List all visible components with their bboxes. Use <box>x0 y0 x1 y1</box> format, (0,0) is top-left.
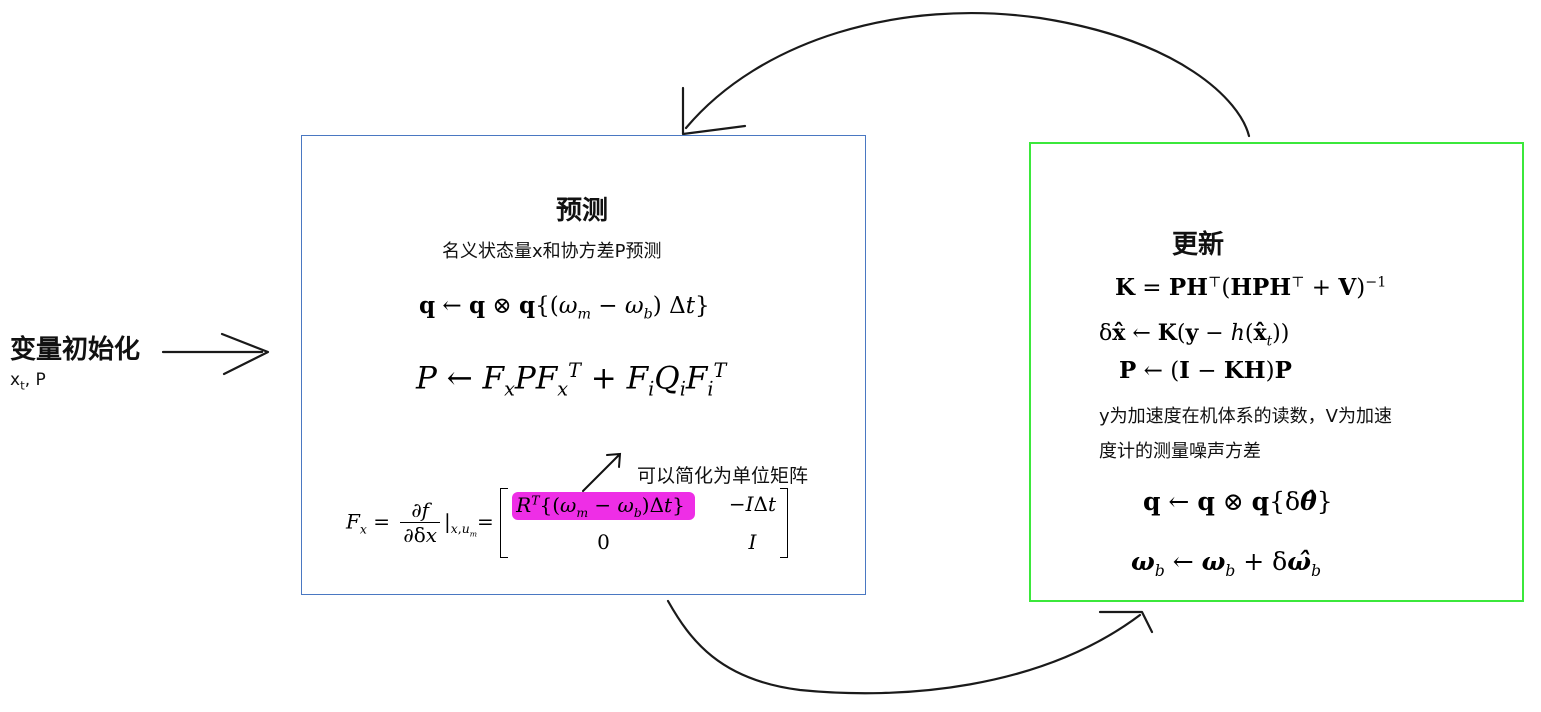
predict-title: 预测 <box>556 196 609 226</box>
update-note-line1: y为加速度在机体系的读数，V为加速 <box>1099 406 1392 427</box>
init-vars: xt, P <box>10 370 46 393</box>
predict-to-update-arrow <box>666 599 1154 695</box>
init-to-predict-arrow <box>161 332 270 376</box>
update-title: 更新 <box>1172 230 1225 260</box>
update-equation-dx: δx̂ ← K(y − h(x̂t)) <box>1099 320 1290 350</box>
update-to-predict-arrow <box>681 12 1251 138</box>
annotation-arrow <box>582 452 622 492</box>
update-equation-omega: ωb ← ωb + δω̂b <box>1131 547 1321 580</box>
predict-equation-q: q ← q ⊗ q{(ωm − ωb) Δt} <box>419 292 710 323</box>
update-note-line2: 度计的测量噪声方差 <box>1099 441 1261 462</box>
predict-equation-fx: Fx = ∂f∂δx|x,um= RT{(ωm − ωb)Δt} −IΔt 0 … <box>346 488 788 558</box>
update-equation-q: q ← q ⊗ q{δθ̂} <box>1143 487 1333 516</box>
predict-subtitle: 名义状态量x和协方差P预测 <box>442 241 662 262</box>
update-equation-k: K = PH⊤(HPH⊤ + V)−1 <box>1115 274 1387 301</box>
highlight-rotation-term: RT{(ωm − ωb)Δt} <box>512 491 695 520</box>
init-title: 变量初始化 <box>10 335 141 365</box>
predict-equation-p: P ← FxPFxT + FiQiFiT <box>416 359 727 401</box>
update-box: 更新 K = PH⊤(HPH⊤ + V)−1 δx̂ ← K(y − h(x̂t… <box>1029 142 1524 602</box>
predict-box: 预测 名义状态量x和协方差P预测 q ← q ⊗ q{(ωm − ωb) Δt}… <box>301 135 866 595</box>
simplify-annotation: 可以简化为单位矩阵 <box>637 465 809 487</box>
update-equation-p: P ← (I − KH)P <box>1119 357 1292 384</box>
